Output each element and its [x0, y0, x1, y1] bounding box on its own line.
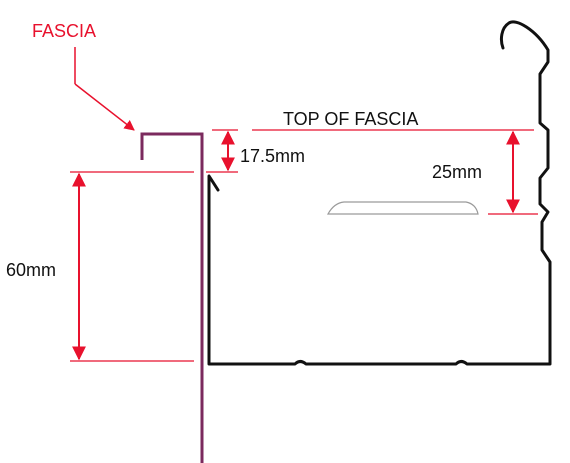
- label-fascia: FASCIA: [32, 21, 96, 41]
- label-top-of-fascia: TOP OF FASCIA: [283, 109, 418, 129]
- gutter-profile: [207, 20, 552, 366]
- fascia-callout-arrow-diagonal: [74, 83, 135, 131]
- fascia-board: [140, 132, 204, 463]
- label-dim-17-5: 17.5mm: [240, 146, 305, 166]
- gutter-slot: [326, 201, 479, 215]
- label-dim-25: 25mm: [432, 162, 482, 182]
- label-dim-60: 60mm: [6, 260, 56, 280]
